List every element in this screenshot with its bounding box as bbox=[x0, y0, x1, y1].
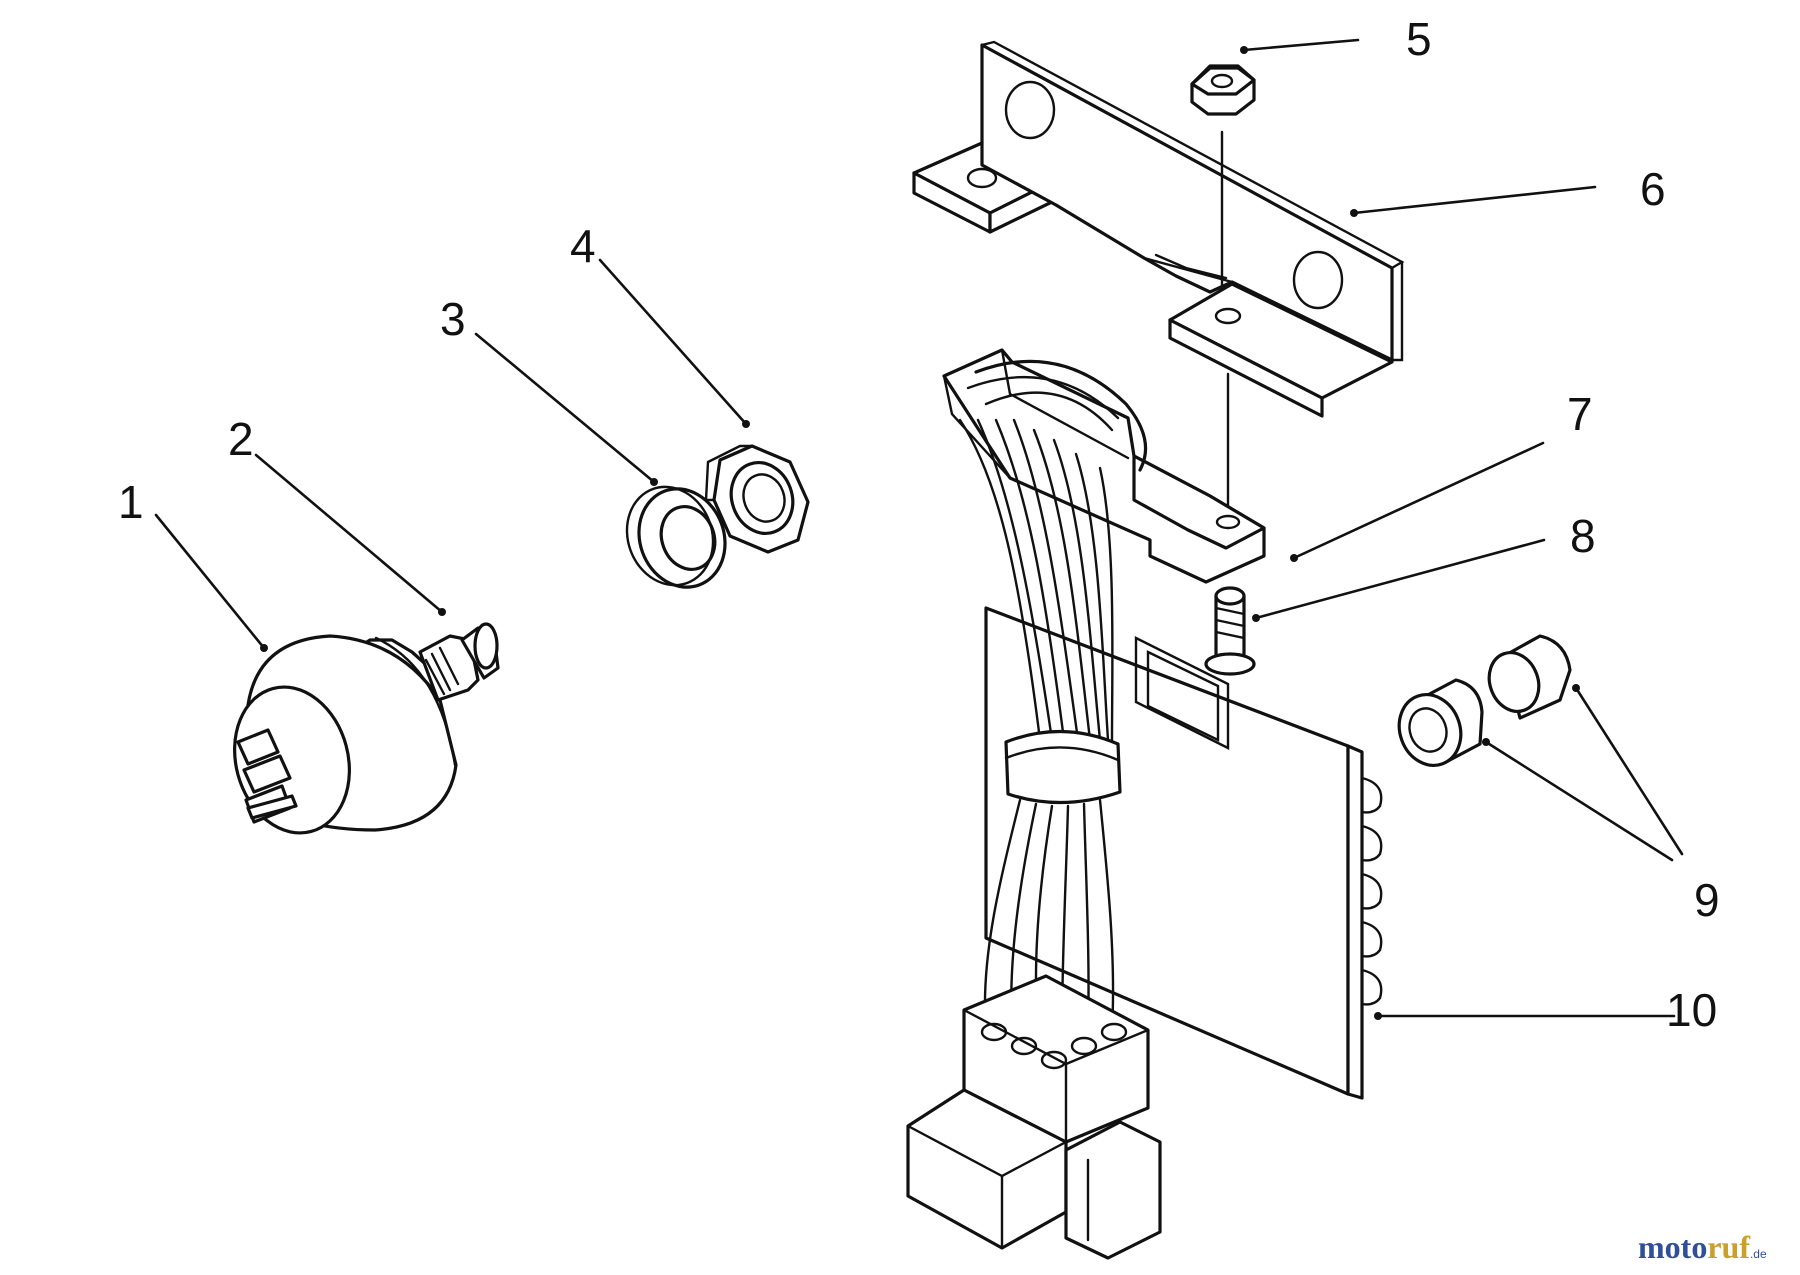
leader-3 bbox=[474, 332, 656, 484]
callout-6: 6 bbox=[1640, 163, 1666, 215]
leader-4-dot bbox=[742, 420, 750, 428]
callout-labels: 1 2 3 4 5 6 7 8 9 10 bbox=[118, 13, 1720, 1036]
callout-3: 3 bbox=[440, 293, 466, 345]
callout-2: 2 bbox=[228, 413, 254, 465]
leader-9b-dot bbox=[1572, 684, 1580, 692]
callout-7: 7 bbox=[1567, 388, 1593, 440]
leader-9a-dot bbox=[1482, 738, 1490, 746]
leader-8 bbox=[1254, 538, 1546, 620]
leader-lines bbox=[154, 38, 1684, 1020]
callout-1: 1 bbox=[118, 476, 144, 528]
leader-8-dot bbox=[1252, 614, 1260, 622]
leader-5-dot bbox=[1240, 46, 1248, 54]
callout-5: 5 bbox=[1406, 13, 1432, 65]
leader-2 bbox=[254, 453, 444, 614]
switch-body bbox=[233, 634, 458, 835]
leader-1-dot bbox=[260, 644, 268, 652]
leader-6-dot bbox=[1350, 209, 1358, 217]
leader-4 bbox=[598, 258, 748, 426]
leader-9b bbox=[1574, 686, 1684, 856]
leader-2-dot bbox=[438, 608, 446, 616]
leader-1 bbox=[154, 513, 266, 650]
watermark-part2: ruf bbox=[1707, 1229, 1750, 1265]
watermark-logo: motoruf.de bbox=[1638, 1229, 1767, 1265]
callout-8: 8 bbox=[1570, 510, 1596, 562]
leader-6 bbox=[1352, 185, 1597, 215]
mounting-screw bbox=[1204, 586, 1256, 676]
hex-nut bbox=[704, 444, 810, 554]
watermark-part1: moto bbox=[1638, 1229, 1707, 1265]
bushing-left bbox=[1397, 678, 1484, 767]
callout-10: 10 bbox=[1666, 984, 1717, 1036]
lock-washer bbox=[625, 485, 727, 589]
leader-5 bbox=[1242, 38, 1360, 52]
leader-10-dot bbox=[1374, 1012, 1382, 1020]
bushing-right bbox=[1487, 634, 1572, 720]
mounting-bracket bbox=[912, 40, 1405, 418]
leader-3-dot bbox=[650, 478, 658, 486]
leader-7-dot bbox=[1290, 554, 1298, 562]
switch-plunger bbox=[418, 622, 500, 702]
svg-text:motoruf.de: motoruf.de bbox=[1638, 1229, 1767, 1265]
callout-4: 4 bbox=[570, 220, 596, 272]
leader-7 bbox=[1292, 441, 1545, 560]
leader-9a bbox=[1484, 740, 1674, 862]
circuit-module bbox=[906, 348, 1383, 1260]
callout-9: 9 bbox=[1694, 874, 1720, 926]
small-nut bbox=[1190, 64, 1256, 116]
watermark-suffix: .de bbox=[1750, 1247, 1767, 1261]
